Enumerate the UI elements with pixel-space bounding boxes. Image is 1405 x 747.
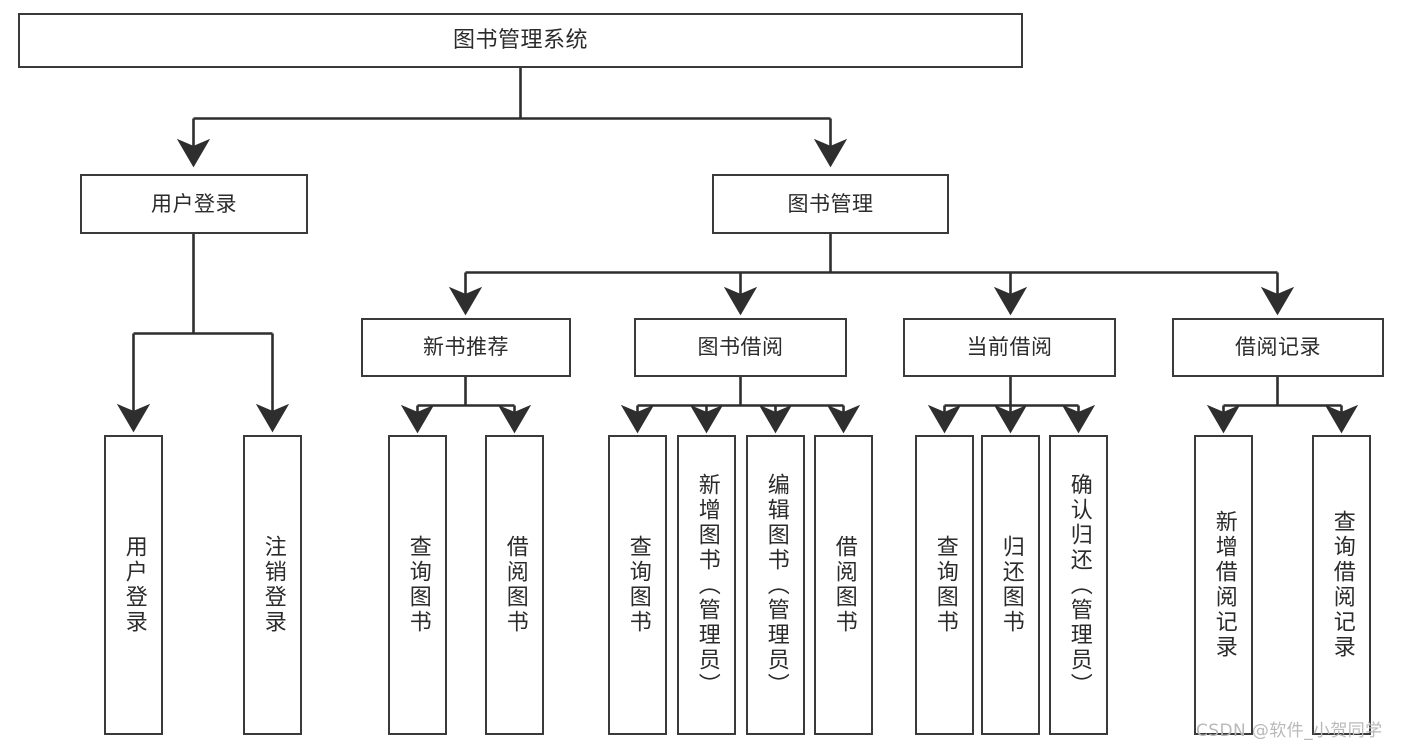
leaf-logout[interactable]: 注销登录 [243,435,302,735]
node-label: 查询图书 [932,535,958,635]
leaf-user-login[interactable]: 用户登录 [104,435,163,735]
leaf-confirm-return[interactable]: 确认归还（管理员） [1049,435,1108,735]
node-label: 用户登录 [151,191,237,216]
node-book-borrow[interactable]: 图书借阅 [634,318,847,377]
node-label: 查询图书 [625,535,651,635]
node-new-book-rec[interactable]: 新书推荐 [361,318,571,377]
leaf-query-record[interactable]: 查询借阅记录 [1312,435,1371,735]
node-label: 注销登录 [260,535,286,635]
leaf-borrow-book-2[interactable]: 借阅图书 [814,435,873,735]
node-label: 新增图书（管理员） [694,472,720,698]
node-book-manage[interactable]: 图书管理 [712,174,949,234]
node-label: 当前借阅 [966,335,1053,360]
node-root-system[interactable]: 图书管理系统 [18,13,1023,68]
node-label: 确认归还（管理员） [1066,472,1092,698]
node-label: 图书管理 [787,191,874,216]
leaf-query-book-3[interactable]: 查询图书 [915,435,974,735]
node-label: 查询借阅记录 [1329,510,1355,660]
node-label: 图书管理系统 [452,27,588,53]
node-label: 借阅记录 [1235,335,1321,360]
node-label: 图书借阅 [697,335,784,360]
csdn-watermark: CSDN @软件_小贺同学 [1196,721,1383,741]
leaf-add-book[interactable]: 新增图书（管理员） [677,435,736,735]
leaf-add-record[interactable]: 新增借阅记录 [1194,435,1253,735]
node-label: 查询图书 [405,535,431,635]
leaf-borrow-book-1[interactable]: 借阅图书 [485,435,544,735]
node-label: 借阅图书 [502,535,528,635]
node-current-borrow[interactable]: 当前借阅 [903,318,1116,377]
node-label: 归还图书 [998,535,1024,635]
node-label: 借阅图书 [831,535,857,635]
node-label: 编辑图书（管理员） [763,472,789,698]
node-borrow-record[interactable]: 借阅记录 [1172,318,1384,377]
leaf-query-book-2[interactable]: 查询图书 [608,435,667,735]
node-user-login[interactable]: 用户登录 [80,174,308,234]
leaf-query-book-1[interactable]: 查询图书 [388,435,447,735]
leaf-return-book[interactable]: 归还图书 [981,435,1040,735]
node-label: 新增借阅记录 [1211,510,1237,660]
leaf-edit-book[interactable]: 编辑图书（管理员） [746,435,805,735]
node-label: 新书推荐 [423,335,509,360]
node-label: 用户登录 [121,535,147,635]
